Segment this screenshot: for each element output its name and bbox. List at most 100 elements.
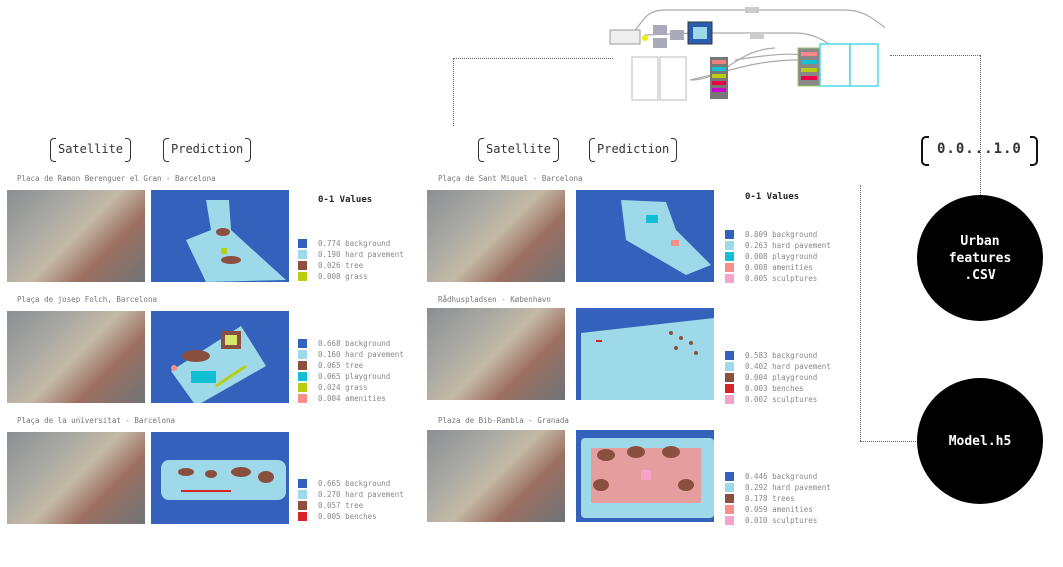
legend-label: trees [772,494,795,503]
legend-label: background [345,239,391,248]
legend-value: 0.263 [745,241,768,250]
connector-line [453,58,454,126]
legend-item: 0.059 amenities [725,504,831,515]
satellite-image [7,190,145,282]
legend-value: 0.065 [318,372,341,381]
legend-label: hard pavement [345,490,404,499]
color-swatch [298,372,307,381]
legend-value: 0.008 [745,252,768,261]
color-swatch [298,350,307,359]
legend-value: 0.178 [745,494,768,503]
satellite-image [7,311,145,403]
color-swatch [725,505,734,514]
legend-item: 0.774 background [298,238,404,249]
legend-label: amenities [345,394,386,403]
legend-item: 0.668 background [298,338,404,349]
legend-value: 0.008 [318,272,341,281]
color-swatch [725,230,734,239]
legend-item: 0.004 playground [725,372,831,383]
legend-value: 0.160 [318,350,341,359]
legend-item: 0.065 playground [298,371,404,382]
plaza-title: Plaça de josep Folch, Barcelona [17,295,157,304]
header-prediction: Prediction [589,138,678,162]
legend-item: 0.065 tree [298,360,404,371]
legend-value: 0.583 [745,351,768,360]
legend-label: tree [345,361,364,370]
legend-value: 0.003 [745,384,768,393]
legend-item: 0.008 playground [725,251,831,262]
legend-item: 0.024 grass [298,382,404,393]
color-swatch [298,383,307,392]
satellite-image [7,432,145,524]
legend-item: 0.008 amenities [725,262,831,273]
color-swatch [725,241,734,250]
legend-value: 0.008 [745,263,768,272]
legend-label: hard pavement [345,350,404,359]
plaza-title: Plaza de Bib-Rambla - Granada [438,416,569,425]
color-swatch [725,274,734,283]
legend-value: 0.026 [318,261,341,270]
legend-value: 0.065 [318,361,341,370]
color-swatch [725,483,734,492]
values-heading: 0-1 Values [318,195,373,205]
legend-label: playground [345,372,391,381]
node-graph-diagram [609,7,885,101]
legend-label: background [772,230,818,239]
color-swatch [298,512,307,521]
legend-label: benches [345,512,377,521]
satellite-image [427,308,565,400]
color-swatch [725,395,734,404]
prediction-map [576,308,714,400]
legend-value: 0.004 [745,373,768,382]
value-range: 0.0...1.0 [921,136,1038,166]
legend-item: 0.809 background [725,229,831,240]
legend-item: 0.402 hard pavement [725,361,831,372]
model-label: Model.h5 [948,433,1012,449]
plaza-title: Plaça de la universitat - Barcelona [17,416,176,425]
legend-value: 0.292 [745,483,768,492]
legend-value: 0.402 [745,362,768,371]
legend-value: 0.002 [745,395,768,404]
color-swatch [725,384,734,393]
color-swatch [725,362,734,371]
legend-label: hard pavement [772,362,831,371]
prediction-map [151,432,289,524]
legend-label: playground [772,252,818,261]
connector-line [980,55,981,195]
legend-label: hard pavement [345,250,404,259]
legend-label: background [345,339,391,348]
legend-item: 0.665 background [298,478,404,489]
legend-label: sculptures [772,274,818,283]
color-swatch [725,494,734,503]
color-swatch [298,479,307,488]
legend-label: playground [772,373,818,382]
color-swatch [298,339,307,348]
legend-value: 0.665 [318,479,341,488]
legend-value: 0.446 [745,472,768,481]
legend-label: amenities [772,505,813,514]
legend-item: 0.003 benches [725,383,831,394]
legend-item: 0.270 hard pavement [298,489,404,500]
model-h5-node: Model.h5 [917,378,1043,504]
legend-label: sculptures [772,516,818,525]
header-satellite: Satellite [50,138,132,162]
legend-label: grass [345,272,368,281]
color-swatch [725,516,734,525]
header-satellite: Satellite [478,138,560,162]
legend-item: 0.263 hard pavement [725,240,831,251]
connector-line [453,58,613,59]
legend-value: 0.004 [318,394,341,403]
legend-label: tree [345,501,364,510]
color-swatch [298,490,307,499]
legend-value: 0.774 [318,239,341,248]
color-swatch [725,351,734,360]
legend-label: background [345,479,391,488]
plaza-title: Placa de Ramon Berenguer el Gran - Barce… [17,174,216,183]
legend-label: sculptures [772,395,818,404]
